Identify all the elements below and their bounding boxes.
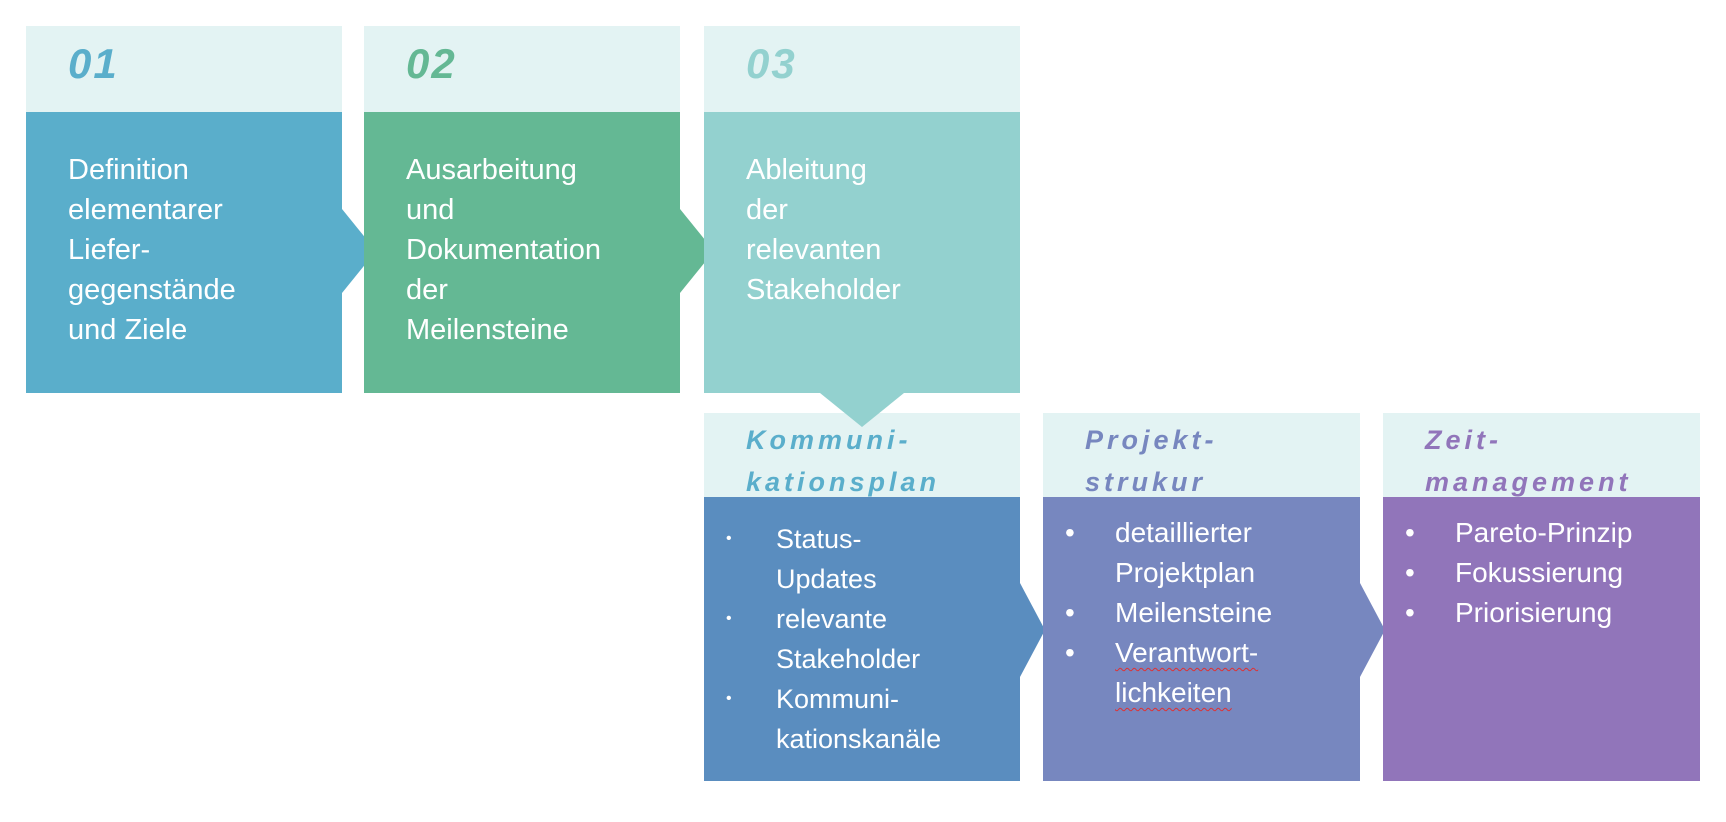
text-line: der xyxy=(746,194,788,226)
item-line: detaillierter xyxy=(1115,517,1252,548)
list-item: • Priorisierung xyxy=(1383,593,1632,633)
text-line: Ausarbeitung xyxy=(406,154,577,186)
title-line: kationsplan xyxy=(746,467,941,497)
title-line: strukur xyxy=(1085,467,1207,497)
bullet-icon: • xyxy=(1405,597,1415,628)
text-line: Liefer- xyxy=(68,234,151,266)
list-item: • Pareto-Prinzip xyxy=(1383,513,1632,553)
detail-zeitmanagement: Zeit-management • Pareto-Prinzip • Fokussi… xyxy=(1383,413,1700,781)
item-line: Stakeholder xyxy=(776,644,921,674)
item-line: Meilensteine xyxy=(1115,597,1273,628)
list-item: • Status- Updates xyxy=(704,519,941,599)
item-line: Status- xyxy=(776,524,862,554)
text-line: Stakeholder xyxy=(746,274,901,306)
text-line: und xyxy=(406,194,455,226)
detail-header: Projekt-strukur xyxy=(1043,413,1360,497)
item-line: Projektplan xyxy=(1115,557,1256,588)
bullet-list: • Pareto-Prinzip • Fokussierung • Priorisie… xyxy=(1383,513,1632,633)
item-line: Verantwort- xyxy=(1115,637,1259,668)
item-line: kationskanäle xyxy=(776,724,942,754)
step-2-header: 02 xyxy=(364,26,680,112)
bullet-icon: • xyxy=(726,690,732,707)
list-item: • Meilensteine xyxy=(1043,593,1272,633)
item-line: Priorisierung xyxy=(1455,597,1613,628)
step-1-header: 01 xyxy=(26,26,342,112)
bullet-icon: • xyxy=(1405,517,1415,548)
arrow-right-icon xyxy=(680,209,714,293)
bullet-icon: • xyxy=(1405,557,1415,588)
text-line: Definition xyxy=(68,154,189,186)
bullet-icon: • xyxy=(726,530,732,547)
step-number: 03 xyxy=(746,40,797,87)
title-line: Kommuni- xyxy=(746,425,912,455)
item-line: relevante xyxy=(776,604,888,634)
title-line: management xyxy=(1425,467,1632,497)
detail-title: Kommuni-kationsplan xyxy=(746,419,940,503)
detail-kommunikationsplan: Kommuni-kationsplan • Status- Updates • rel… xyxy=(704,413,1020,781)
list-item: • Verantwort-lichkeiten xyxy=(1043,633,1272,713)
text-line: elementarer xyxy=(68,194,223,226)
detail-title: Projekt-strukur xyxy=(1085,419,1218,503)
step-number: 02 xyxy=(406,40,457,87)
bullet-icon: • xyxy=(1065,517,1075,548)
text-line: Ableitung xyxy=(746,154,867,186)
arrow-right-icon xyxy=(342,209,376,293)
item-line: lichkeiten xyxy=(1115,677,1232,708)
item-line: Fokussierung xyxy=(1455,557,1624,588)
step-number: 01 xyxy=(68,40,119,87)
text-line: der xyxy=(406,274,448,306)
list-item: • Fokussierung xyxy=(1383,553,1632,593)
text-line: Dokumentation xyxy=(406,234,602,266)
text-line: Meilensteine xyxy=(406,314,569,346)
text-line: gegenstände xyxy=(68,274,236,306)
text-line: und Ziele xyxy=(68,314,188,346)
bullet-icon: • xyxy=(726,610,732,627)
title-line: Projekt- xyxy=(1085,425,1218,455)
item-line: Kommuni- xyxy=(776,684,900,714)
item-line: Pareto-Prinzip xyxy=(1455,517,1633,548)
item-line: Updates xyxy=(776,564,877,594)
list-item: • Kommuni-kationskanäle xyxy=(704,679,941,759)
detail-header: Zeit-management xyxy=(1383,413,1700,497)
arrow-down-icon xyxy=(820,393,904,427)
bullet-icon: • xyxy=(1065,637,1075,668)
bullet-icon: • xyxy=(1065,597,1075,628)
text-line: relevanten xyxy=(746,234,882,266)
step-3-header: 03 xyxy=(704,26,1020,112)
detail-title: Zeit-management xyxy=(1425,419,1632,503)
arrow-right-icon xyxy=(1360,583,1385,677)
detail-body: • Pareto-Prinzip • Fokussierung • Priorisie… xyxy=(1383,497,1700,781)
arrow-right-icon xyxy=(1020,583,1045,677)
title-line: Zeit- xyxy=(1425,425,1502,455)
